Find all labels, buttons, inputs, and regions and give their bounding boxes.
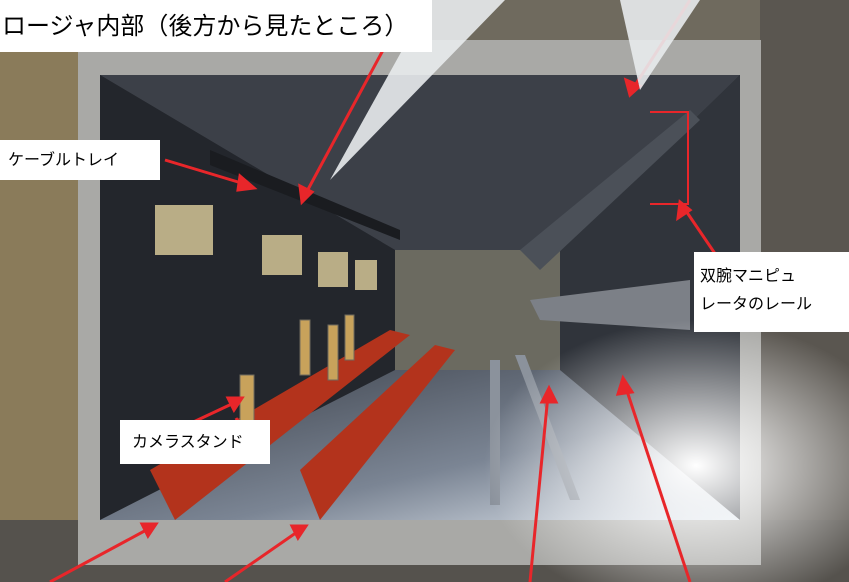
callout-wedge-left <box>330 0 505 180</box>
figure-title: ロージャ内部（後方から見たところ） <box>0 0 432 52</box>
label-camera-stand: カメラスタンド <box>120 420 270 464</box>
rail-bracket <box>650 111 689 205</box>
label-cable-tray: ケーブルトレイ <box>0 140 160 180</box>
label-dual-arm-manipulator-rail: 双腕マニピュ レータのレール <box>694 252 849 332</box>
label-rail-line-1: 双腕マニピュ <box>700 266 797 285</box>
label-rail-line-2: レータのレール <box>700 294 813 313</box>
callout-wedge-right <box>620 0 700 90</box>
